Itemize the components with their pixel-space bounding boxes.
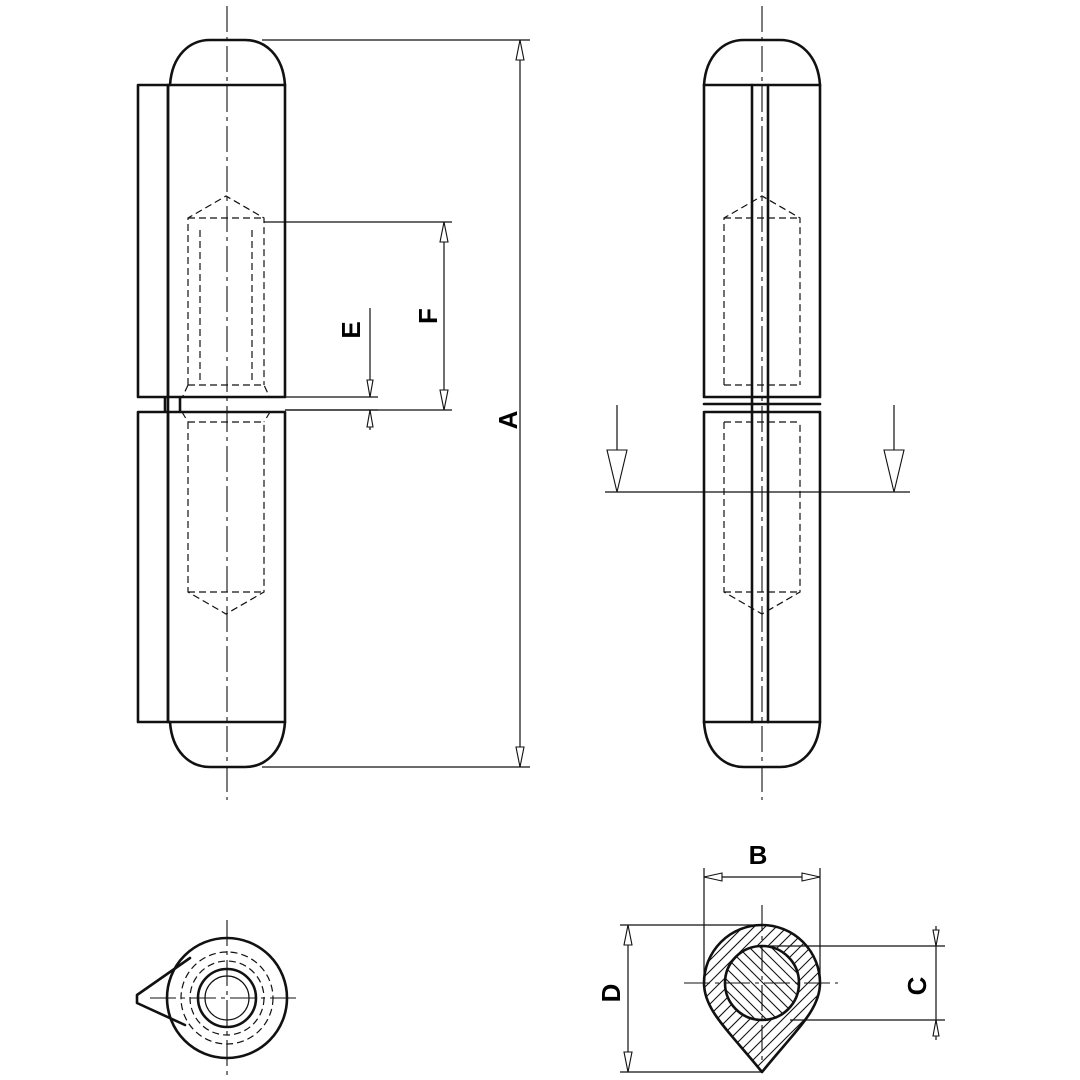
hatch-line (865, 920, 1025, 1080)
hatch-line (787, 925, 820, 1072)
hatch-line (741, 946, 799, 1020)
hatch-line (704, 925, 773, 1072)
section-cut-line (605, 405, 910, 493)
top-view-outline (135, 956, 192, 1027)
dimension-a: A (262, 39, 530, 768)
hatch-line (704, 925, 806, 1072)
dimension-b: B (703, 840, 821, 980)
dimension-d: D (596, 924, 762, 1073)
front-view (136, 6, 287, 800)
hatch-line (730, 946, 799, 1020)
hatch-line (500, 940, 590, 1030)
hatch-line (843, 920, 1003, 1080)
dimension-label-d: D (596, 984, 626, 1003)
dimension-c: C (770, 926, 945, 1040)
hatch-line (821, 920, 981, 1080)
hatch-line (632, 940, 722, 1030)
hatch-line (725, 946, 767, 1020)
front-upper-knuckle (136, 83, 287, 399)
front-lower-pin-hidden (181, 411, 271, 615)
hatch-line (704, 925, 762, 1072)
hatch-line (776, 925, 820, 1072)
hatch-line (798, 925, 820, 1072)
hatch-line (854, 920, 1014, 1080)
hatch-line (511, 940, 601, 1030)
side-view (702, 6, 822, 800)
hatch-line (513, 920, 673, 1080)
hatch-line (721, 925, 820, 1072)
hatch-line (732, 925, 820, 1072)
dimension-label-f: F (413, 308, 443, 324)
hatch-line (763, 946, 799, 1020)
hatch-line (621, 940, 711, 1030)
front-upper-pin-hidden (181, 195, 271, 399)
front-lower-knuckle (136, 410, 287, 724)
hatch-line (832, 920, 992, 1080)
dimension-label-b: B (749, 840, 768, 870)
hatch-line (819, 940, 909, 1030)
hatch-line (704, 925, 751, 1072)
hatch-line (704, 925, 718, 1072)
hatch-line (502, 920, 662, 1080)
dimension-label-e: E (336, 321, 366, 338)
section-view (500, 905, 1036, 1080)
dimension-e: E (285, 308, 378, 430)
hatch-line (809, 925, 820, 1072)
dimension-label-c: C (902, 976, 932, 995)
dimension-f: F (264, 221, 452, 411)
hatch-line (725, 946, 778, 1020)
top-view (135, 920, 300, 1075)
dimension-label-a: A (493, 410, 523, 429)
hatch-line (808, 940, 898, 1030)
hatch-line (743, 925, 820, 1072)
hatch-line (725, 946, 789, 1020)
hatch-line (796, 946, 799, 1020)
hatch-line (876, 920, 1036, 1080)
